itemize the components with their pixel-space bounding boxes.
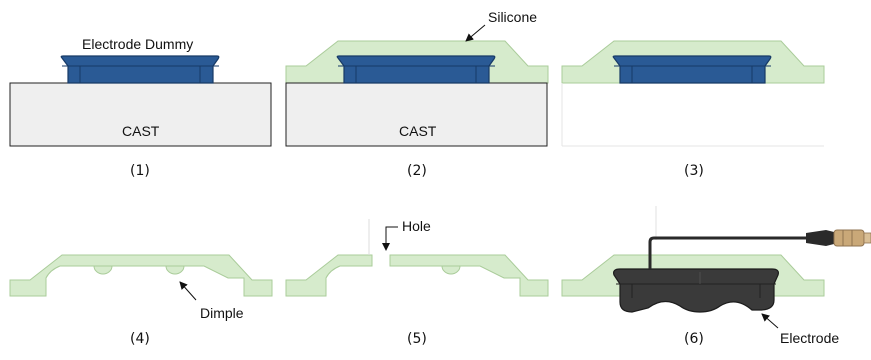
cast-block xyxy=(9,82,272,147)
silicone-arrow xyxy=(465,24,486,42)
dimple-arrow xyxy=(179,281,197,301)
electrode-dummy-label: Electrode Dummy xyxy=(82,36,193,52)
step-label-6: (6) xyxy=(684,331,704,347)
panel-5: Hole (5) xyxy=(285,218,549,347)
silicone-label: Silicone xyxy=(488,9,537,25)
panel-2: Silicone CAST (2) xyxy=(285,9,549,179)
silicone-shell-4 xyxy=(9,254,273,297)
step-label-1: (1) xyxy=(130,163,150,179)
panel-4: Dimple (4) xyxy=(9,254,273,347)
electrode-body xyxy=(613,268,779,313)
dimple-5 xyxy=(441,265,461,275)
step-label-3: (3) xyxy=(684,163,704,179)
silicone-shell-5-right xyxy=(389,254,549,297)
cast-label-2: CAST xyxy=(399,123,437,139)
step-label-4: (4) xyxy=(130,331,150,347)
panel-6: Electrode (6) xyxy=(561,206,871,347)
panel-3: (3) xyxy=(561,40,825,179)
cast-label-1: CAST xyxy=(122,123,160,139)
electrode-dummy-3 xyxy=(612,55,772,84)
step-label-5: (5) xyxy=(407,331,427,347)
cable-connector xyxy=(806,229,871,247)
electrode-label: Electrode xyxy=(780,330,839,346)
hole-label: Hole xyxy=(402,218,431,234)
dimples-4 xyxy=(93,265,185,275)
step-label-2: (2) xyxy=(407,163,427,179)
electrode-dummy xyxy=(60,55,220,84)
electrode-dummy-2 xyxy=(336,55,496,84)
silicone-shell-5-left xyxy=(285,254,373,297)
electrode-arrow xyxy=(761,313,779,329)
dimple-label: Dimple xyxy=(200,305,244,321)
electrode-cable xyxy=(648,236,812,269)
hole-arrow xyxy=(382,226,398,251)
panel-1: Electrode Dummy CAST (1) xyxy=(9,36,272,179)
